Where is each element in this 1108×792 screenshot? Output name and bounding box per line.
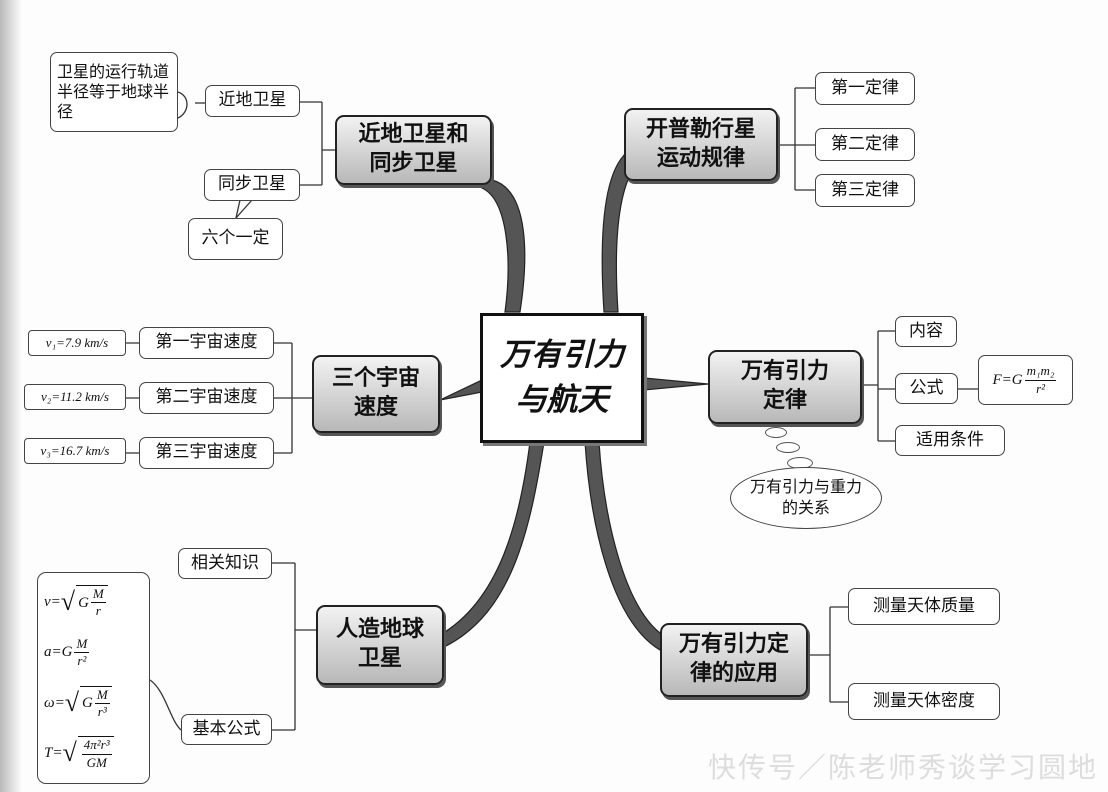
scan-edge <box>0 0 22 792</box>
sqrt-icon: √ <box>64 687 79 717</box>
node-law-conditions: 适用条件 <box>895 425 1005 456</box>
branch-law-line1: 万有引力 <box>740 359 829 385</box>
node-measure-mass: 测量天体质量 <box>848 588 1000 625</box>
branch-gravitation-applications: 万有引力定 律的应用 <box>660 623 808 697</box>
value-first-cosmic-velocity: v₁=7.9 km/s <box>28 330 126 356</box>
branch-near-sync-satellites: 近地卫星和 同步卫星 <box>335 115 492 185</box>
formula-t-fraction: 4π²r³ GM <box>81 737 112 771</box>
law-formula-expression: F=G m₁m₂ r² <box>978 355 1073 405</box>
branch-kepler-laws: 开普勒行星 运动规律 <box>624 108 778 181</box>
branch-satellite-line1: 人造地球 <box>335 617 424 643</box>
branch-satellite-line2: 卫星 <box>357 646 402 671</box>
node-sync-satellite: 同步卫星 <box>204 169 300 201</box>
formula-a-fraction: M r² <box>74 636 90 670</box>
branch-kepler-line1: 开普勒行星 <box>645 116 756 142</box>
node-kepler-third-law: 第三定律 <box>815 174 915 207</box>
formula-v-num: M <box>90 586 106 604</box>
node-kepler-first-law: 第一定律 <box>815 72 915 105</box>
law-formula-denominator: r² <box>1036 380 1046 396</box>
formula-w-num: M <box>94 687 110 704</box>
node-law-formula: 公式 <box>895 373 958 404</box>
node-measure-density: 测量天体密度 <box>848 683 1000 720</box>
formula-v-pre: G <box>78 594 89 611</box>
formula-acceleration: a=G M r² <box>44 636 91 670</box>
node-near-earth-note: 卫星的运行轨道半径等于地球半径 <box>50 52 178 132</box>
branch-near-sync-line2: 同步卫星 <box>369 151 458 176</box>
thought-bubble-dot-2 <box>776 442 800 453</box>
formula-w-pre: G <box>82 695 93 711</box>
formula-period: T= √ 4π²r³ GM <box>44 736 114 771</box>
node-second-cosmic-velocity: 第二宇宙速度 <box>139 382 274 414</box>
sqrt-icon: √ <box>62 738 77 768</box>
formula-a-num: M <box>74 636 90 654</box>
branch-law-line2: 定律 <box>762 388 807 413</box>
node-related-knowledge: 相关知识 <box>178 548 272 579</box>
node-law-content: 内容 <box>895 316 957 347</box>
formula-t-den: GM <box>86 754 107 770</box>
branch-cosmic-line1: 三个宇宙 <box>331 366 420 392</box>
branch-near-sync-line1: 近地卫星和 <box>358 122 469 148</box>
watermark: 快传号／陈老师秀谈学习圆地 <box>707 751 1098 784</box>
law-formula-numerator: m₁m₂ <box>1024 363 1057 381</box>
branch-cosmic-velocities: 三个宇宙 速度 <box>312 355 440 433</box>
thought-bubble-dot-1 <box>765 427 787 438</box>
trunk-satellite <box>439 441 545 647</box>
center-topic: 万有引力 与航天 <box>480 313 644 443</box>
sqrt-icon: √ <box>60 587 76 617</box>
node-basic-formulas: 基本公式 <box>181 714 272 745</box>
branch-cosmic-line2: 速度 <box>353 395 398 420</box>
formula-a-den: r² <box>77 653 87 669</box>
satellite-formula-panel: v= √ G M r a=G M r² ω= √ G M r³ T= √ <box>37 572 150 784</box>
formula-w-den: r³ <box>97 703 107 719</box>
formula-v-den: r <box>95 603 101 619</box>
formula-w-lhs: ω= <box>44 694 65 711</box>
trunk-cosmic <box>439 379 483 401</box>
node-gravity-weight-relation: 万有引力与重力的关系 <box>730 467 882 529</box>
branch-artificial-satellite: 人造地球 卫星 <box>316 605 444 685</box>
formula-w-fraction: M r³ <box>94 687 110 721</box>
center-line2: 与航天 <box>515 382 609 418</box>
formula-t-radicand: 4π²r³ GM <box>77 736 114 771</box>
center-line1: 万有引力 <box>500 337 624 374</box>
law-formula-fraction: m₁m₂ r² <box>1024 363 1057 397</box>
trunk-law <box>643 377 709 391</box>
node-third-cosmic-velocity: 第三宇宙速度 <box>139 437 274 469</box>
trunk-application <box>584 441 665 651</box>
branch-application-line1: 万有引力定 <box>678 632 789 658</box>
formula-angular-velocity: ω= √ G M r³ <box>44 685 112 721</box>
value-third-cosmic-velocity: v₃=16.7 km/s <box>24 438 126 464</box>
node-near-earth-satellite: 近地卫星 <box>205 85 300 117</box>
node-first-cosmic-velocity: 第一宇宙速度 <box>139 327 274 359</box>
node-kepler-second-law: 第二定律 <box>815 128 915 161</box>
formula-v-fraction: M r <box>90 586 106 620</box>
branch-kepler-line2: 运动规律 <box>656 145 745 171</box>
branch-application-line2: 律的应用 <box>689 661 778 686</box>
trunk-kepler <box>601 149 641 313</box>
trunk-near-sync <box>480 179 526 313</box>
value-second-cosmic-velocity: v₂=11.2 km/s <box>24 384 126 410</box>
formula-orbital-velocity: v= √ G M r <box>44 585 108 620</box>
formula-w-radicand: G M r³ <box>80 685 112 721</box>
formula-t-num: 4π²r³ <box>81 737 112 755</box>
formula-v-lhs: v= <box>44 594 61 610</box>
law-formula-lhs: F=G <box>992 371 1023 388</box>
formula-a-lhs: a=G <box>44 644 73 661</box>
formula-t-lhs: T= <box>44 745 63 762</box>
branch-gravitation-law: 万有引力 定律 <box>708 350 862 424</box>
formula-v-radicand: G M r <box>76 585 108 620</box>
node-sync-note: 六个一定 <box>188 218 283 260</box>
